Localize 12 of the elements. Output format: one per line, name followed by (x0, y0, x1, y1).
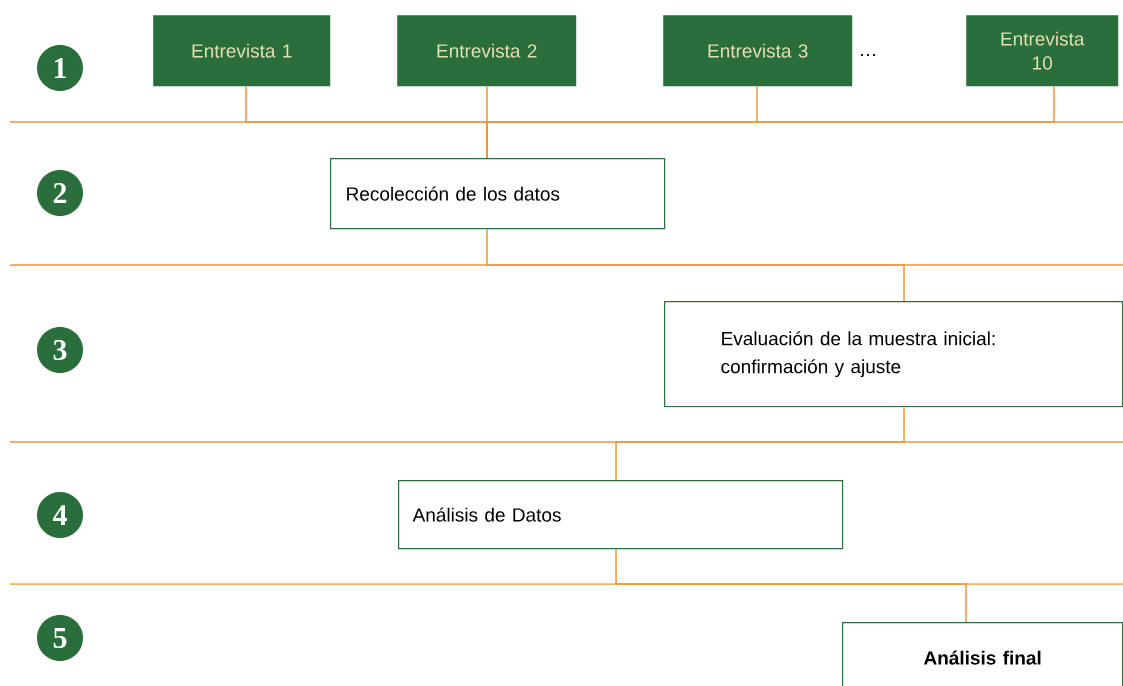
process-box: Análisis final (842, 622, 1123, 686)
process-box: Evaluación de la muestra inicial: confirmación y ajuste (664, 301, 1123, 408)
connector-line (615, 406, 905, 481)
process-box: Análisis de Datos (398, 480, 844, 550)
connector-line (615, 548, 967, 623)
connector-line (486, 85, 1055, 159)
connector-line (486, 228, 905, 302)
interview-box: Entrevista 2 (397, 15, 577, 87)
interview-box: Entrevista 1 (153, 15, 331, 87)
interview-box: Entrevista 10 (966, 15, 1119, 87)
process-box: Recolección de los datos (330, 158, 666, 230)
interview-box: Entrevista 3 (663, 15, 853, 87)
